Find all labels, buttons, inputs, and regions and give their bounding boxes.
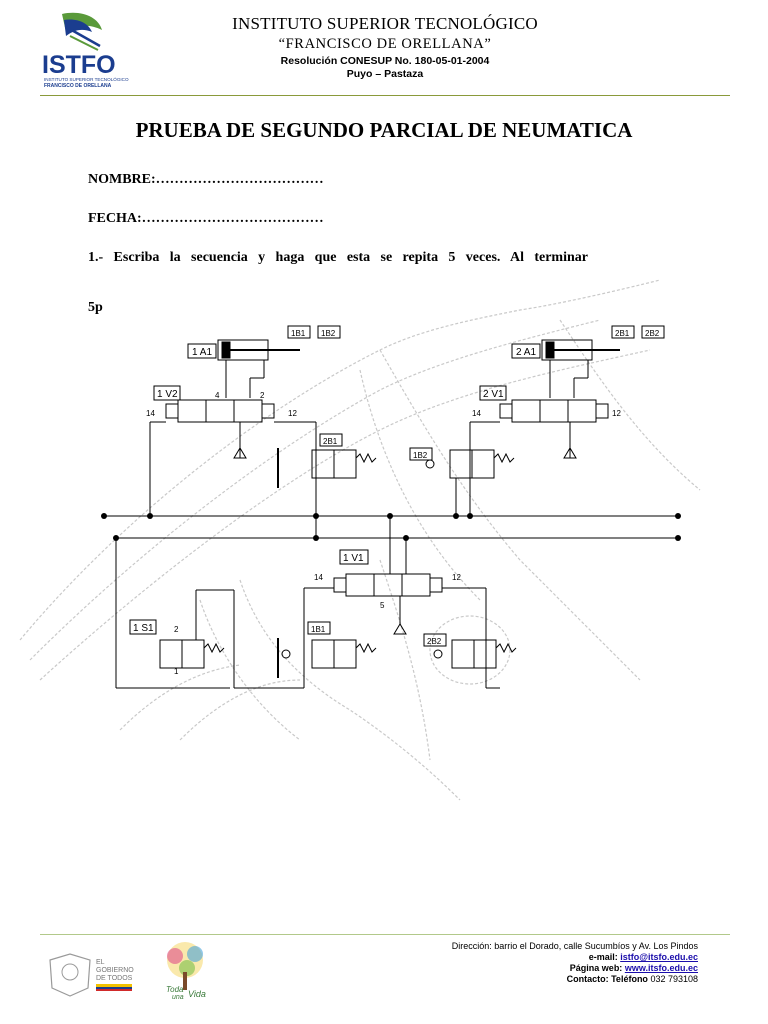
cyl-1a1-label: 1 A1: [192, 347, 212, 358]
email-label: e-mail:: [588, 952, 621, 962]
logo-text: ISTFO: [42, 51, 116, 79]
istfo-logo: ISTFO INSTITUTO SUPERIOR TECNOLÓGICO FRA…: [42, 12, 129, 89]
port-label: 14: [314, 573, 323, 582]
footer-contact: Contacto: Teléfono 032 793108: [338, 974, 698, 985]
logo-subtext: FRANCISCO DE ORELLANA: [44, 83, 112, 89]
cyl-2a1-label: 2 A1: [516, 347, 536, 358]
sensor-label: 2B1: [615, 329, 630, 338]
gobierno-logo: EL GOBIERNO DE TODOS: [49, 953, 134, 997]
port-label: 2: [174, 625, 179, 634]
footer-logos: EL GOBIERNO DE TODOS Toda una Vida: [49, 942, 206, 1000]
sensor-label: 1B2: [321, 329, 336, 338]
name-field: NOMBRE:………………………………: [88, 172, 324, 187]
logo-subtext: INSTITUTO SUPERIOR TECNOLÓGICO: [44, 76, 129, 82]
port-label: 12: [288, 409, 297, 418]
sensor-label: 1B1: [311, 625, 326, 634]
footer-divider: [40, 934, 730, 935]
institute-name: INSTITUTO SUPERIOR TECNOLÓGICO: [232, 14, 538, 33]
resolution: Resolución CONESUP No. 180-05-01-2004: [280, 55, 490, 67]
institute-subname: “FRANCISCO DE ORELLANA”: [278, 36, 492, 52]
port-label: 4: [215, 391, 220, 400]
location: Puyo – Pastaza: [346, 68, 424, 80]
gobierno-text: GOBIERNO: [96, 967, 134, 974]
question-1: 1.- Escriba la secuencia y haga que esta…: [88, 250, 588, 265]
port-label: 14: [472, 409, 481, 418]
sensor-label: 1B2: [413, 451, 428, 460]
valve-2v1-label: 2 V1: [483, 389, 504, 400]
contact-phone: 032 793108: [650, 974, 698, 984]
email-link[interactable]: istfo@itsfo.edu.ec: [620, 952, 698, 962]
coat-of-arms-watermark: [19, 279, 701, 801]
vida-text: una: [172, 994, 184, 1000]
port-label: 2: [260, 391, 265, 400]
sensor-label: 2B2: [427, 637, 442, 646]
web-label: Página web:: [569, 963, 625, 973]
web-link[interactable]: www.itsfo.edu.ec: [624, 963, 698, 973]
port-label: 12: [452, 573, 461, 582]
valve-1v2-label: 1 V2: [157, 389, 178, 400]
footer-address: Dirección: barrio el Dorado, calle Sucum…: [451, 941, 698, 951]
points: 5p: [88, 300, 103, 315]
footer-email: e-mail: istfo@itsfo.edu.ec: [338, 952, 698, 963]
sensor-label: 2B1: [323, 437, 338, 446]
gobierno-text: EL: [96, 959, 105, 966]
document-title: PRUEBA DE SEGUNDO PARCIAL DE NEUMATICA: [135, 118, 633, 142]
sensor-label: 2B2: [645, 329, 660, 338]
valve-1v1-label: 1 V1: [343, 553, 364, 564]
contact-label: Contacto: Teléfono: [566, 974, 651, 984]
sensor-label: 1 S1: [133, 623, 154, 634]
vida-text: Toda: [166, 985, 184, 994]
sensor-label: 1B1: [291, 329, 306, 338]
port-label: 1: [174, 667, 179, 676]
header-divider: [40, 95, 730, 96]
port-label: 14: [146, 409, 155, 418]
port-label: 5: [380, 601, 385, 610]
date-field: FECHA:…………………………………: [88, 211, 324, 226]
port-label: 12: [612, 409, 621, 418]
footer-web: Página web: www.itsfo.edu.ec: [338, 963, 698, 974]
vida-text: Vida: [188, 989, 206, 999]
toda-una-vida-logo: Toda una Vida: [166, 942, 206, 1000]
pneumatic-circuit-diagram: 1 A1 2 A1 1 V2 2 V1 1 V1 1B1 1B2 2B1 2B2…: [101, 325, 681, 689]
gobierno-text: DE TODOS: [96, 975, 133, 982]
